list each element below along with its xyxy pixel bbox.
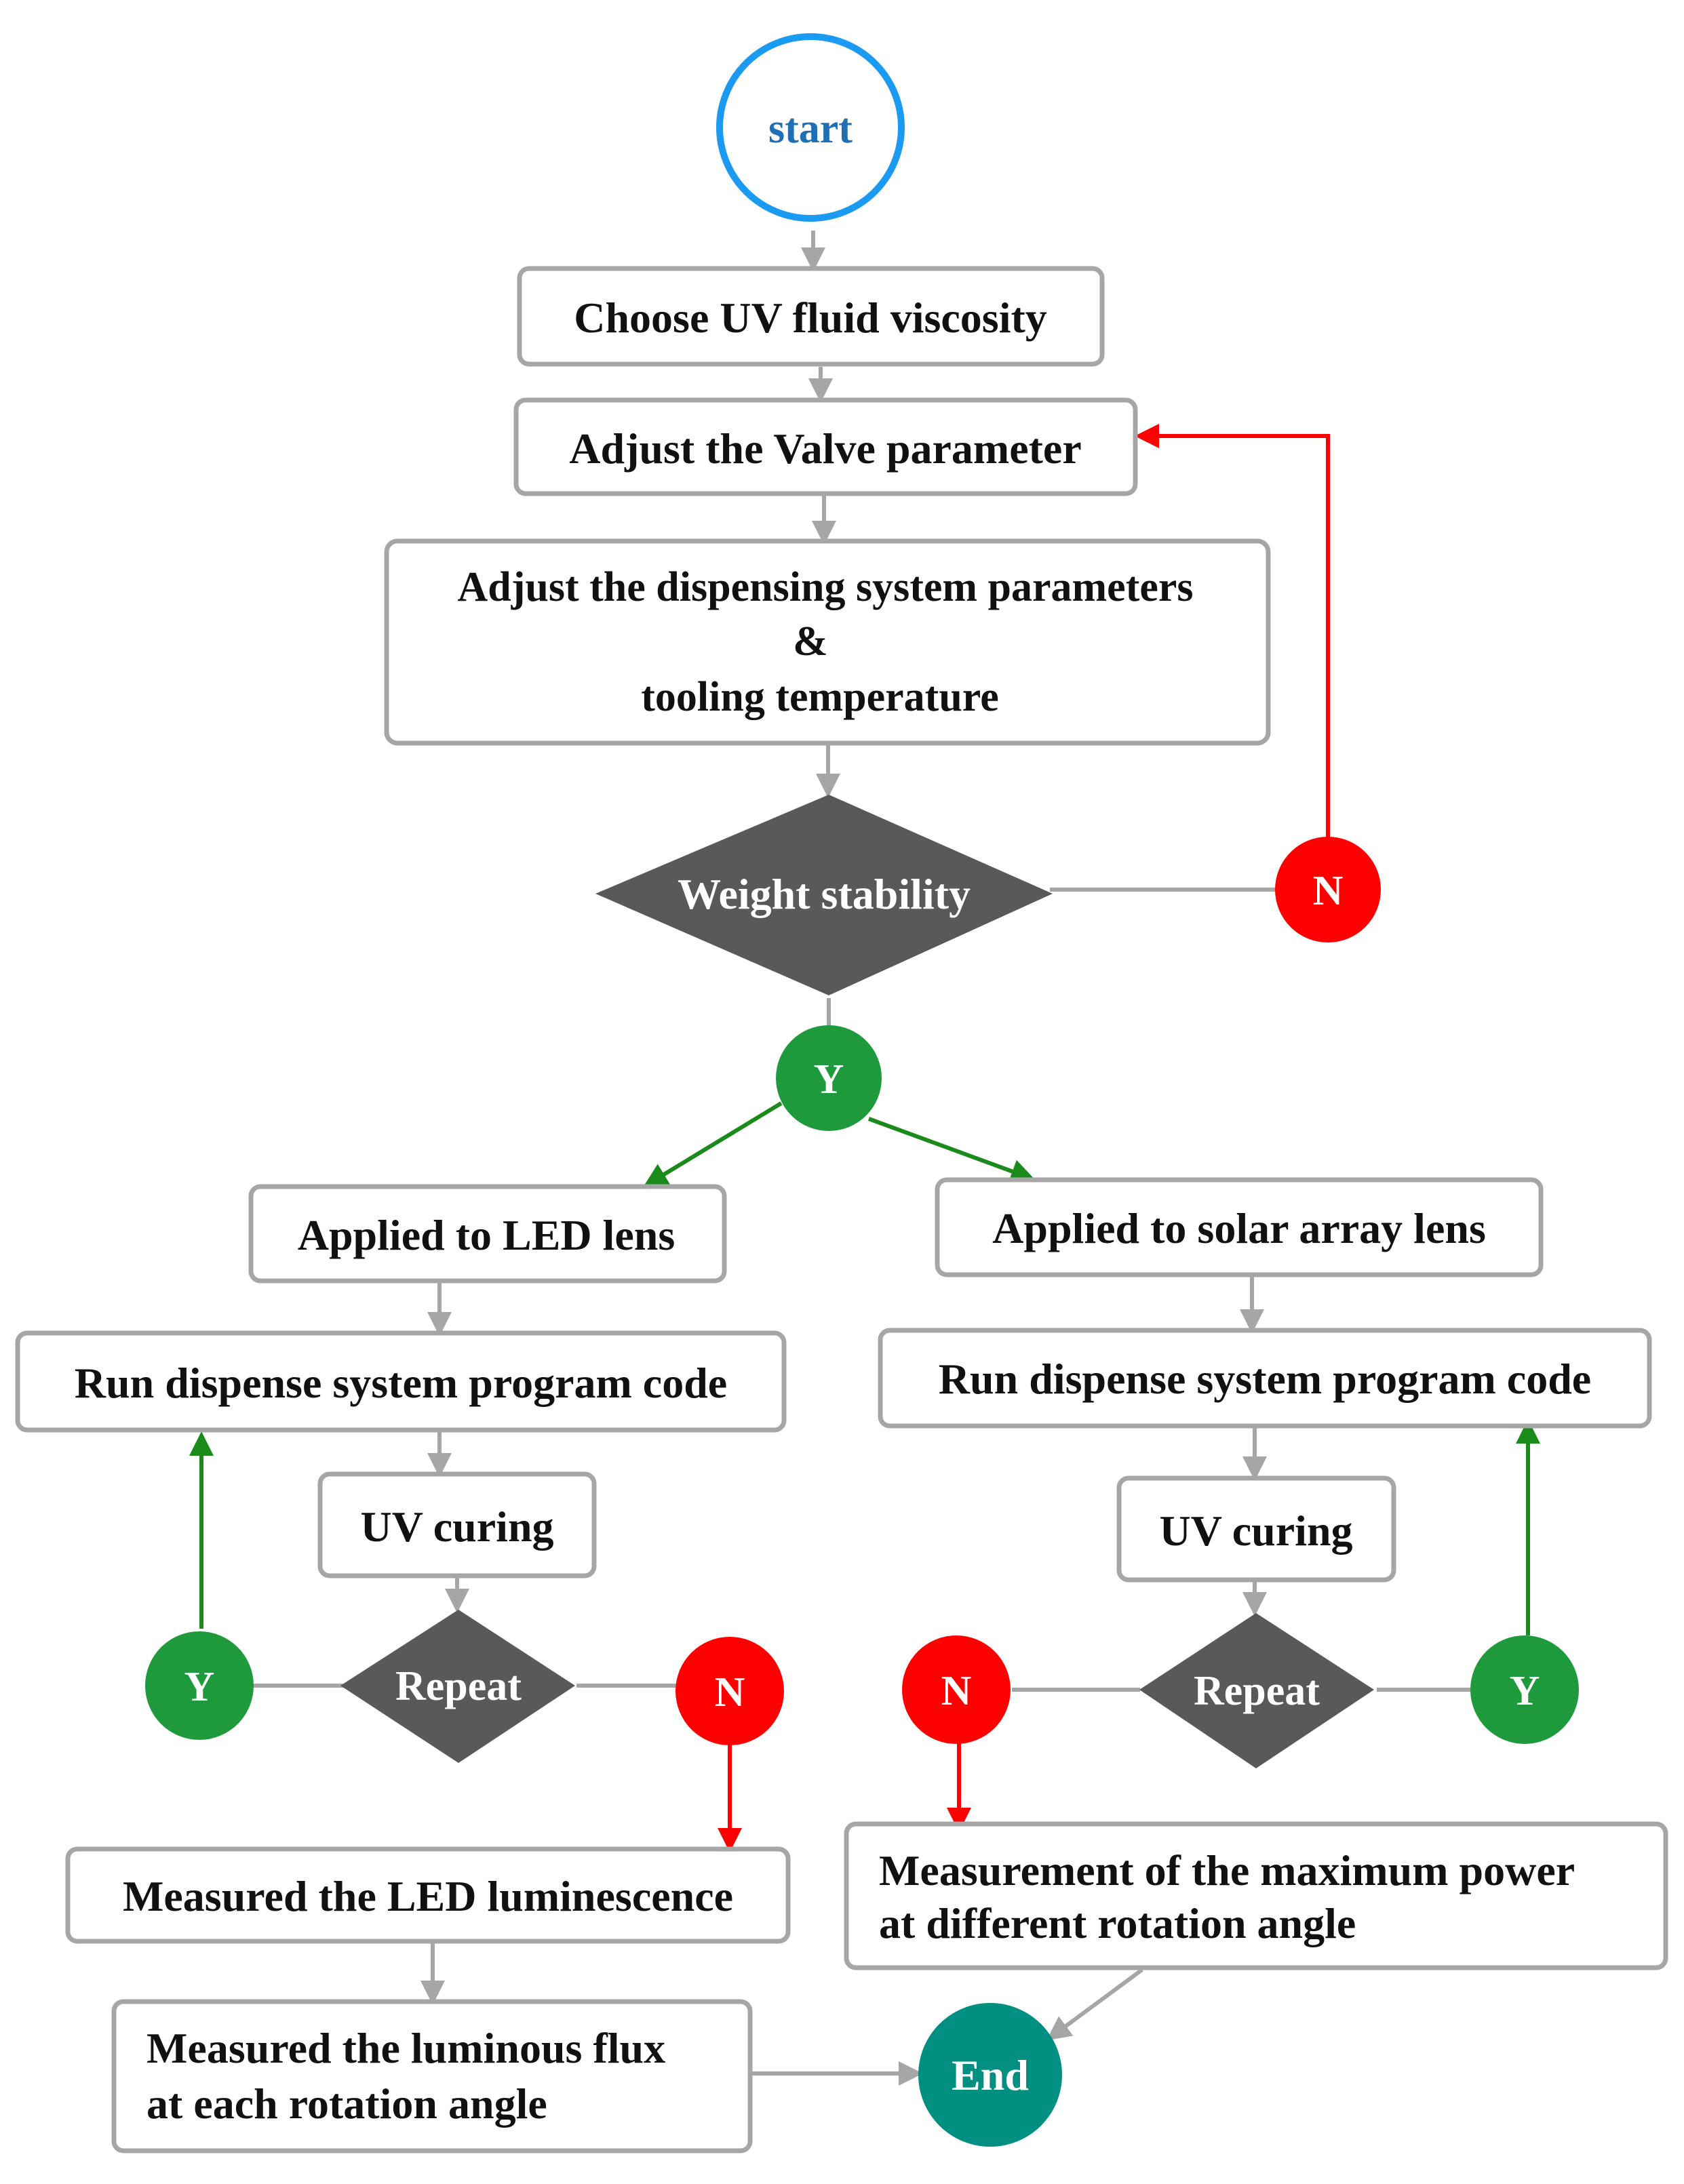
choose-viscosity-box: Choose UV fluid viscosity — [517, 266, 1105, 367]
led-lens-label: Applied to LED lens — [298, 1211, 675, 1259]
adjust-valve-label: Adjust the Valve parameter — [569, 424, 1081, 473]
solar-lens-box: Applied to solar array lens — [935, 1177, 1544, 1277]
repeat-left-label: Repeat — [395, 1663, 522, 1709]
solar-lens-label: Applied to solar array lens — [992, 1204, 1486, 1252]
repeat-left-no-label: N — [715, 1669, 745, 1715]
start-node: start — [716, 33, 905, 222]
run-code-left-label: Run dispense system program code — [75, 1359, 727, 1407]
connectors — [189, 231, 1540, 2086]
weight-yes-label: Y — [814, 1056, 844, 1103]
uv-curing-left-label: UV curing — [360, 1503, 553, 1551]
measure-led-box: Measured the LED luminescence — [65, 1846, 791, 1944]
start-label: start — [768, 106, 853, 152]
adjust-dispensing-line-1: Adjust the dispensing system parameters — [458, 564, 1194, 610]
measure-led-label: Measured the LED luminescence — [123, 1872, 733, 1920]
repeat-right-yes-label: Y — [1510, 1668, 1540, 1714]
arrow-y-to-led-lens — [643, 1101, 783, 1187]
weight-no-circle: N — [1275, 837, 1381, 942]
measure-power-line-1: Measurement of the maximum power — [879, 1846, 1575, 1894]
repeat-right-yes-circle: Y — [1470, 1635, 1579, 1744]
measure-flux-box: Measured the luminous flux at each rotat… — [111, 1999, 753, 2153]
end-label: End — [952, 2051, 1029, 2099]
uv-curing-right-label: UV curing — [1159, 1507, 1352, 1555]
repeat-left-yes-label: Y — [184, 1664, 215, 1710]
run-code-left-box: Run dispense system program code — [15, 1330, 787, 1433]
run-code-right-label: Run dispense system program code — [939, 1355, 1591, 1403]
repeat-left-decision: Repeat — [340, 1610, 575, 1763]
repeat-right-decision: Repeat — [1139, 1613, 1374, 1768]
uv-curing-right-box: UV curing — [1116, 1475, 1396, 1583]
adjust-dispensing-line-3: tooling temperature — [641, 674, 998, 720]
measure-power-box: Measurement of the maximum power at diff… — [844, 1821, 1668, 1970]
repeat-right-no-label: N — [941, 1668, 972, 1714]
adjust-dispensing-line-2: & — [793, 618, 828, 664]
choose-viscosity-label: Choose UV fluid viscosity — [574, 294, 1047, 342]
weight-yes-circle: Y — [776, 1025, 882, 1131]
repeat-left-yes-circle: Y — [145, 1631, 254, 1740]
uv-curing-left-box: UV curing — [317, 1471, 597, 1579]
led-lens-box: Applied to LED lens — [248, 1184, 727, 1284]
adjust-valve-box: Adjust the Valve parameter — [513, 397, 1138, 496]
weight-stability-decision: Weight stability — [595, 795, 1053, 995]
measure-flux-line-1: Measured the luminous flux — [146, 2024, 665, 2072]
arrow-y-to-solar-lens — [867, 1117, 1036, 1183]
repeat-right-label: Repeat — [1194, 1668, 1320, 1714]
arrow-measure-power-to-end — [1046, 1968, 1143, 2041]
weight-stability-label: Weight stability — [678, 870, 971, 918]
end-node: End — [918, 2003, 1062, 2147]
arrow-n-to-valve — [1135, 424, 1330, 838]
repeat-left-no-circle: N — [675, 1637, 784, 1745]
weight-no-label: N — [1313, 868, 1344, 914]
run-code-right-box: Run dispense system program code — [878, 1328, 1652, 1429]
measure-flux-line-2: at each rotation angle — [146, 2080, 547, 2128]
repeat-right-no-circle: N — [902, 1635, 1011, 1744]
measure-power-line-2: at different rotation angle — [879, 1899, 1356, 1947]
adjust-dispensing-box: Adjust the dispensing system parameters … — [384, 538, 1271, 746]
